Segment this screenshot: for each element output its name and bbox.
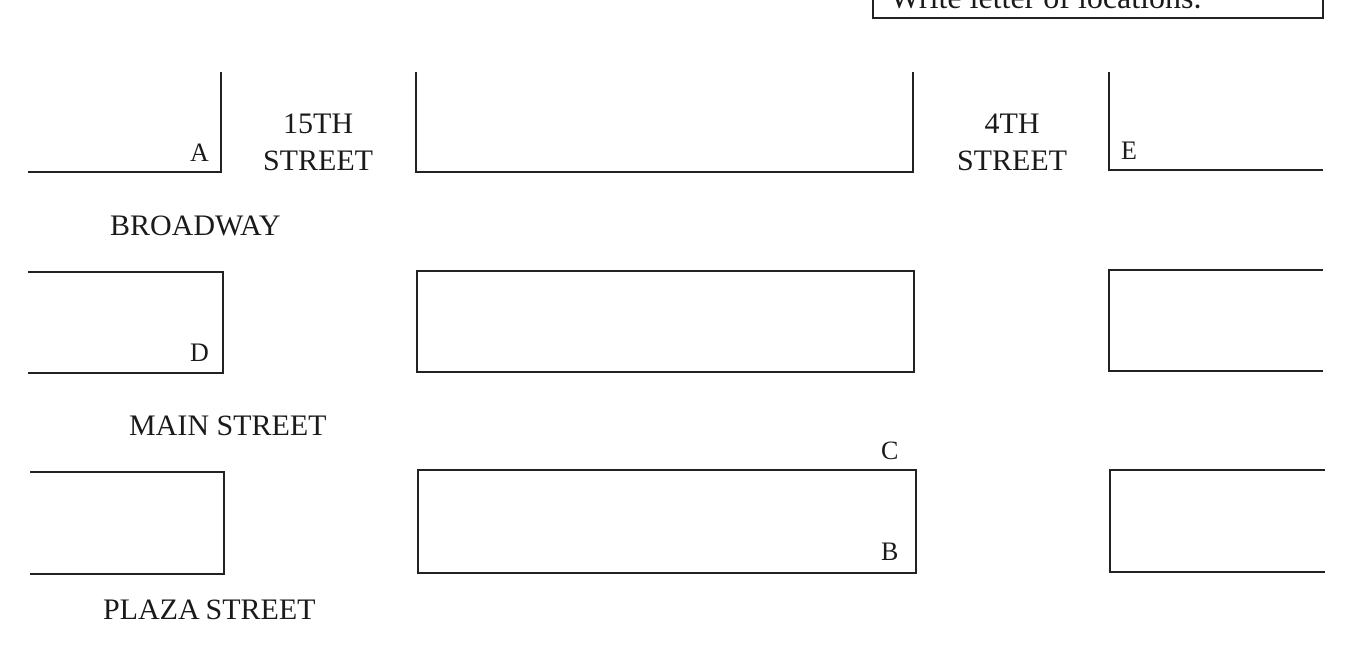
- location-b: B: [881, 537, 898, 566]
- street-label-15th-line1: 15TH: [283, 107, 353, 140]
- block-row3-right: [1109, 469, 1325, 573]
- block-row1-right: [1108, 72, 1323, 171]
- street-label-4th-line2: STREET: [957, 144, 1067, 177]
- street-label-4th-line1: 4TH: [985, 107, 1040, 140]
- street-label-15th-line2: STREET: [263, 144, 373, 177]
- instruction-box: Write letter of locations.: [872, 0, 1324, 19]
- street-label-broadway: BROADWAY: [110, 209, 281, 242]
- street-label-plaza-street: PLAZA STREET: [103, 593, 316, 626]
- instruction-text: Write letter of locations.: [890, 0, 1201, 15]
- block-row3-left: [30, 471, 225, 575]
- location-a: A: [190, 138, 209, 167]
- block-row2-right: [1108, 269, 1323, 372]
- location-d: D: [190, 338, 209, 367]
- street-label-main-street: MAIN STREET: [129, 409, 327, 442]
- block-row2-left: [28, 271, 224, 374]
- block-row1-center: [415, 72, 914, 173]
- block-row2-center: [416, 270, 915, 373]
- block-row3-center: [417, 469, 917, 574]
- location-c: C: [881, 436, 898, 465]
- location-e: E: [1121, 136, 1137, 165]
- block-row1-left: [28, 72, 222, 173]
